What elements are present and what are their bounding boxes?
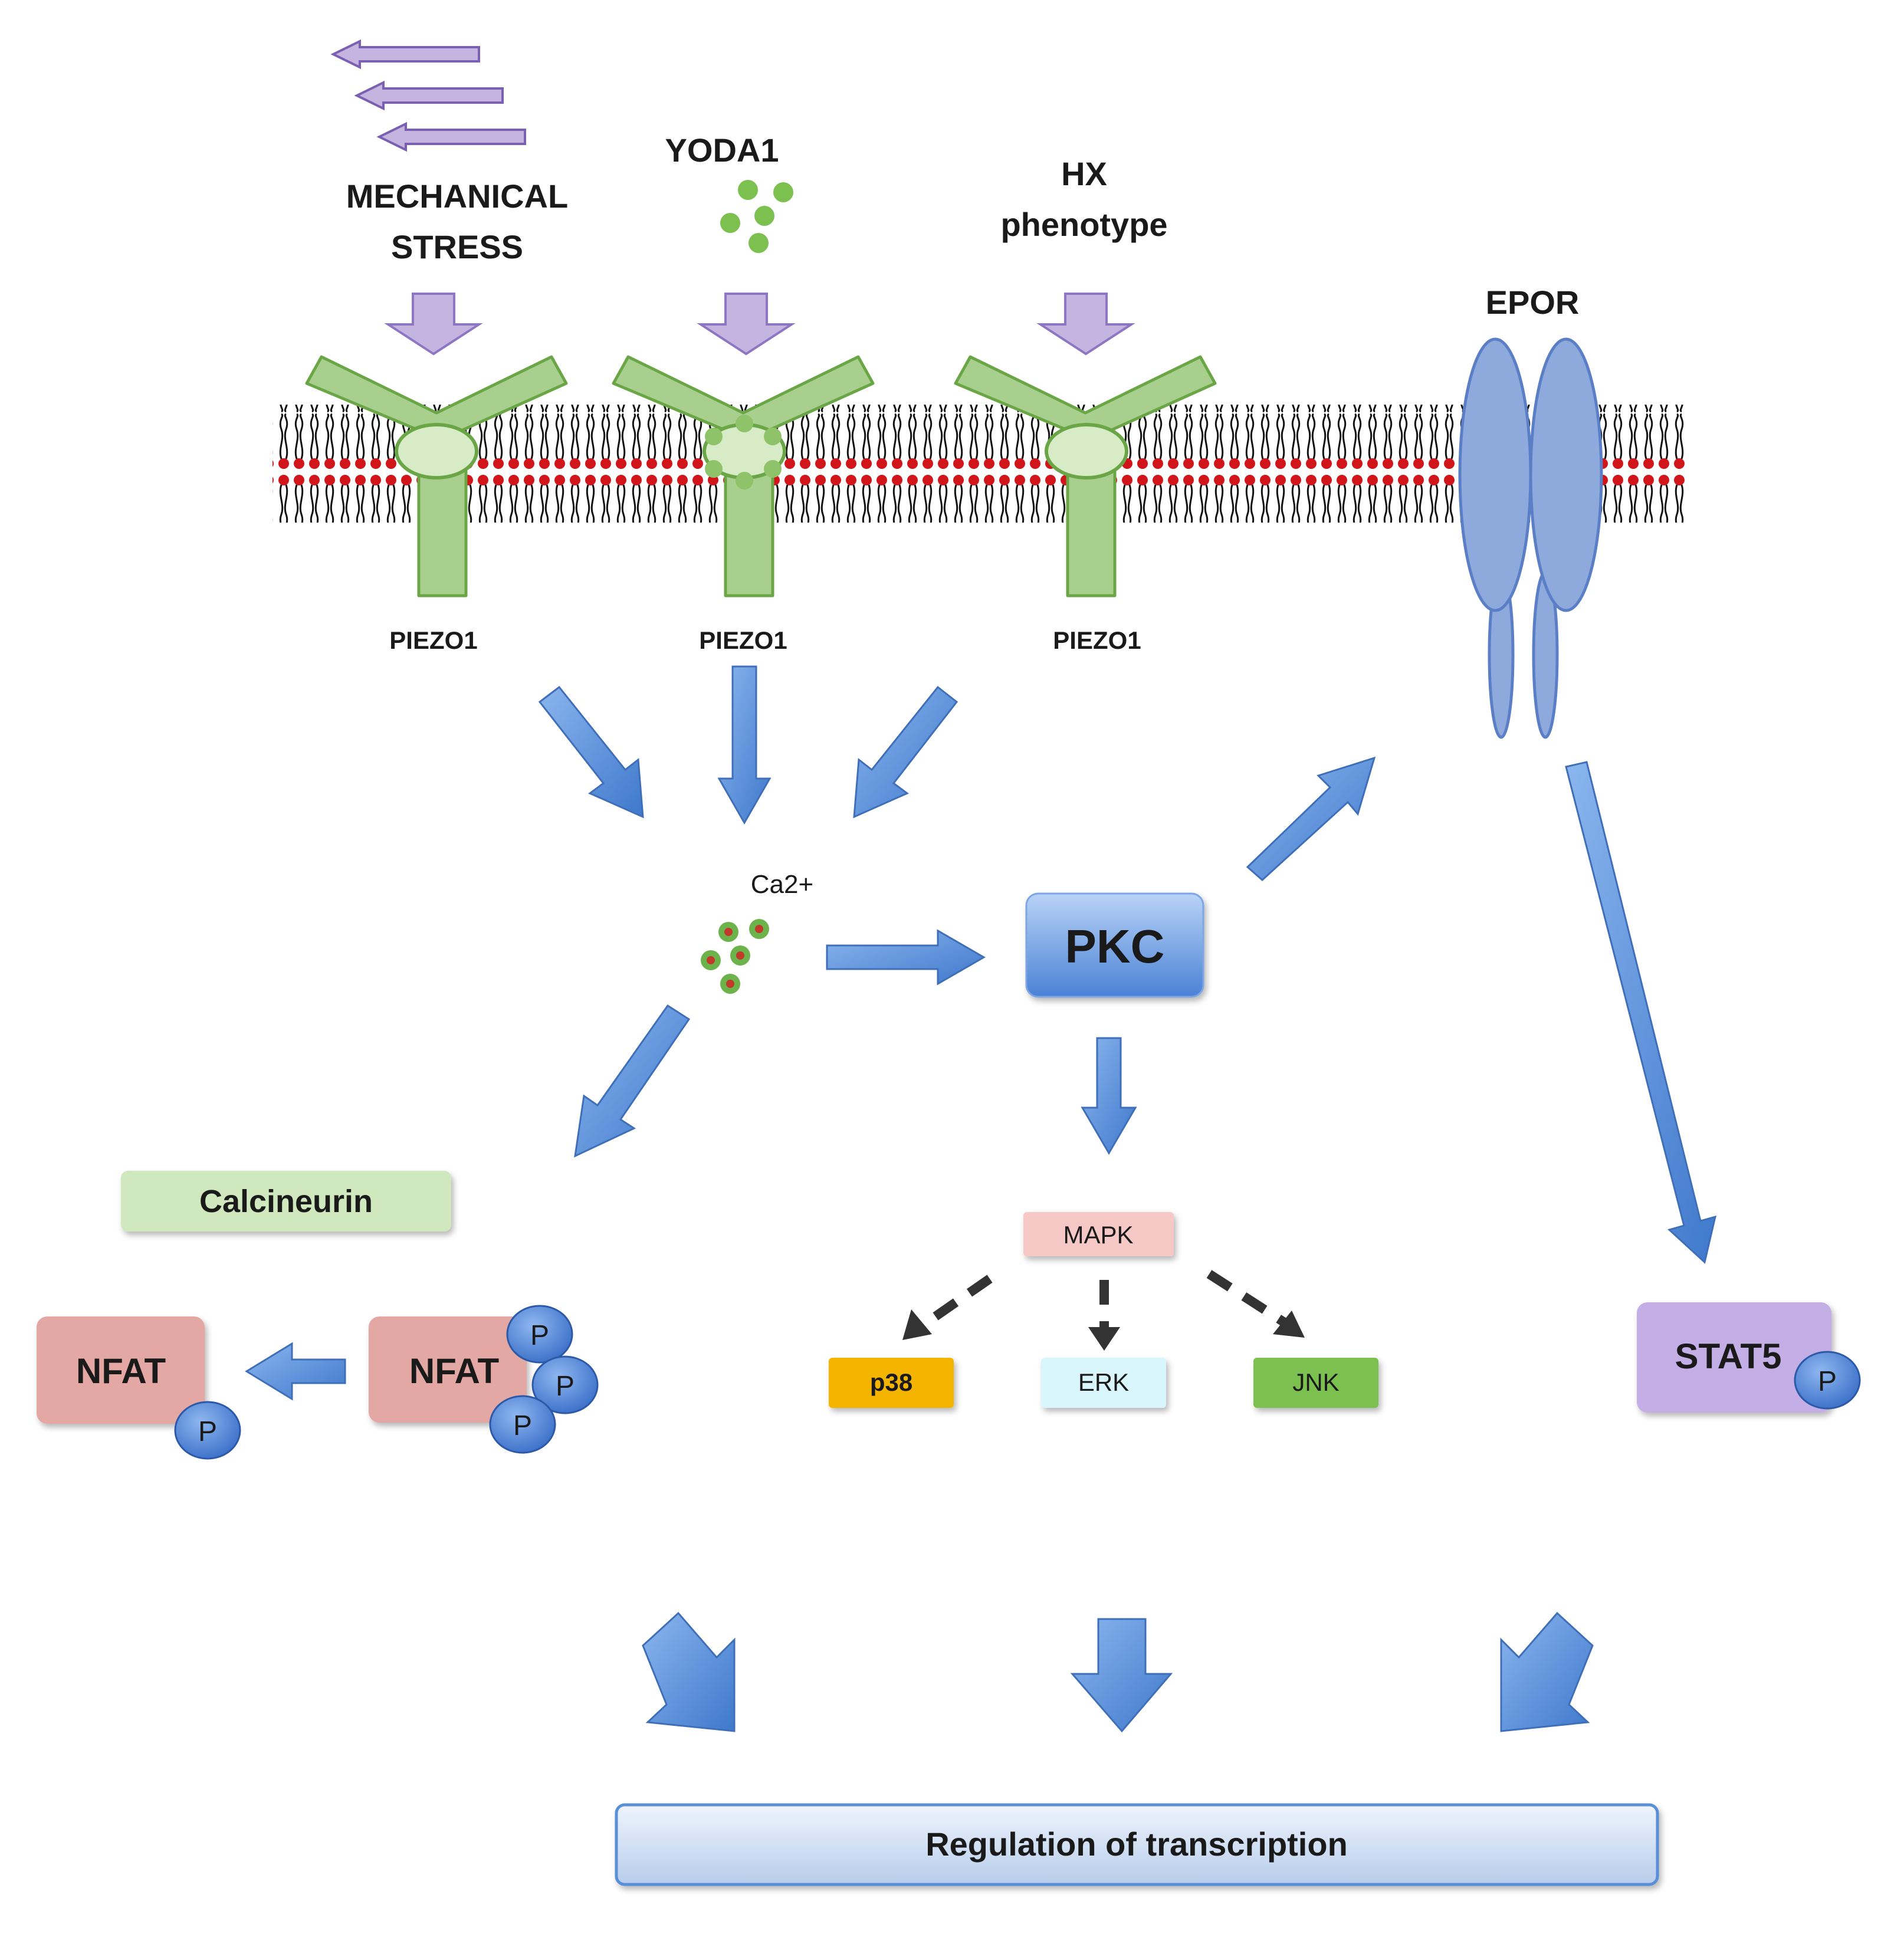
pkc-to-epor-arrow bbox=[1246, 756, 1376, 882]
nfat-p-label-3: P bbox=[513, 1410, 532, 1442]
piezo1-channel-1 bbox=[305, 355, 568, 597]
p38-label: p38 bbox=[870, 1368, 912, 1396]
nfat-p-label-1: P bbox=[530, 1320, 549, 1351]
nfat-phospho-box bbox=[369, 1316, 527, 1423]
cell-membrane bbox=[273, 405, 1686, 523]
piezo1-channel-2 bbox=[612, 355, 875, 597]
nfat-phospho-label: NFAT bbox=[409, 1351, 499, 1391]
stat5-phospho-group bbox=[1794, 1351, 1861, 1410]
mechanical-stress-label-line1: MECHANICAL bbox=[346, 178, 568, 215]
piezo1-label-3: PIEZO1 bbox=[1053, 626, 1141, 654]
calcium-to-calcineurin-arrow bbox=[574, 1004, 691, 1158]
calcineurin-label: Calcineurin bbox=[199, 1184, 373, 1219]
stat5-p-label: P bbox=[1818, 1366, 1837, 1397]
dephosphorylation-arrow bbox=[245, 1342, 346, 1401]
jnk-label: JNK bbox=[1292, 1368, 1339, 1396]
hx-label-line2: phenotype bbox=[1000, 206, 1167, 243]
mapk-label: MAPK bbox=[1063, 1221, 1133, 1249]
nfat-phospho-group bbox=[174, 1401, 241, 1460]
jnk-box bbox=[1253, 1358, 1378, 1408]
p38-box bbox=[829, 1358, 954, 1408]
hx-label-line1: HX bbox=[1061, 155, 1107, 192]
piezo1-channel-3 bbox=[954, 355, 1217, 597]
epor-label: EPOR bbox=[1486, 284, 1580, 321]
piezo1-label-2: PIEZO1 bbox=[699, 626, 787, 654]
epor-receptor bbox=[1458, 337, 1603, 739]
pkc-to-mapk-arrow bbox=[1081, 1037, 1137, 1155]
pkc-box bbox=[1025, 892, 1204, 998]
piezo-to-calcium-arrows bbox=[538, 665, 958, 825]
mapk-box bbox=[1023, 1212, 1174, 1256]
stat5-label: STAT5 bbox=[1675, 1337, 1781, 1376]
mechanical-force-arrows bbox=[330, 39, 526, 152]
erk-box bbox=[1041, 1358, 1166, 1408]
piezo1-label-1: PIEZO1 bbox=[389, 626, 477, 654]
mapk-branch-arrows bbox=[917, 1270, 1290, 1332]
epor-to-stat5-arrow bbox=[1565, 761, 1717, 1264]
nfat-label: NFAT bbox=[76, 1351, 166, 1391]
nfat-box bbox=[37, 1316, 205, 1424]
calcium-to-pkc-arrow bbox=[826, 929, 986, 986]
yoda1-molecules bbox=[720, 180, 793, 253]
transcription-label: Regulation of transcription bbox=[925, 1825, 1348, 1863]
stat5-box bbox=[1637, 1302, 1831, 1413]
nfat-p-label-2: P bbox=[556, 1371, 575, 1402]
stimulus-down-arrows bbox=[384, 293, 1135, 356]
nfat-single-p-label: P bbox=[198, 1416, 217, 1447]
pkc-label: PKC bbox=[1065, 920, 1165, 973]
mechanical-stress-label-line2: STRESS bbox=[391, 228, 523, 265]
transcription-arrows bbox=[642, 1611, 1594, 1733]
calcineurin-box bbox=[121, 1171, 451, 1232]
nfat-phospho-groups bbox=[489, 1305, 599, 1454]
yoda1-label: YODA1 bbox=[665, 132, 779, 169]
calcium-label: Ca2+ bbox=[751, 870, 813, 899]
transcription-box bbox=[615, 1803, 1659, 1886]
erk-label: ERK bbox=[1078, 1368, 1129, 1396]
